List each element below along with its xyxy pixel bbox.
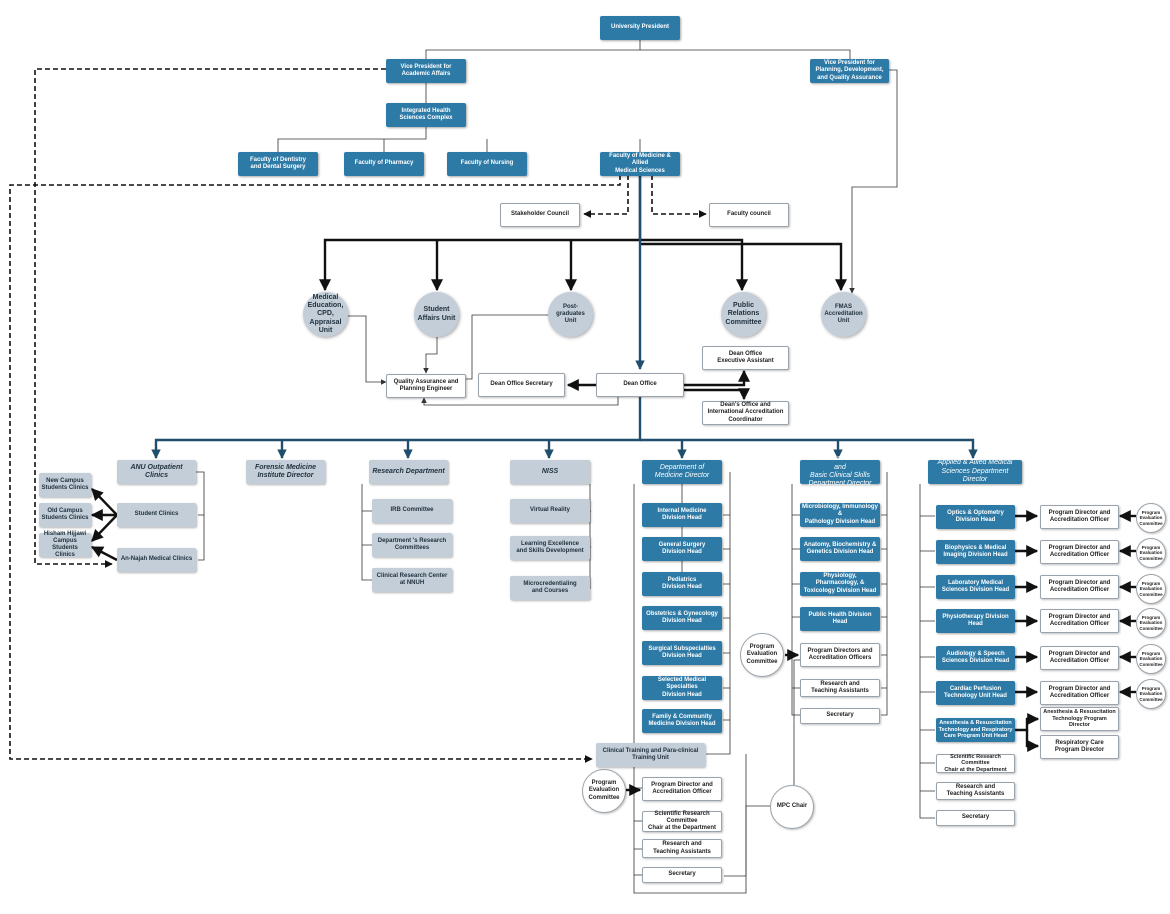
research-assistants-applied-box: Research and Teaching Assistants <box>936 782 1015 800</box>
connectors-faculty-units <box>319 175 847 370</box>
audiology-speech-division-box: Audiology & Speech Sciences Division Hea… <box>936 646 1015 670</box>
learning-excellence-box: Learning Excellence and Skills Developme… <box>510 536 590 560</box>
surgical-subspecialties-box: Surgical Subspecialties Division Head <box>642 641 722 665</box>
department-research-committees-box: Department 's Research Committees <box>372 533 452 557</box>
connectors-departments <box>151 397 978 459</box>
biomedical-sciences-department-box: Biomedical Sciences and Basic Clinical S… <box>800 455 880 487</box>
faculty-nursing-box: Faculty of Nursing <box>447 152 527 176</box>
irb-committee-box: IRB Committee <box>372 499 452 523</box>
secretary-medicine-box: Secretary <box>642 867 722 883</box>
program-director-cardiac-box: Program Director and Accreditation Offic… <box>1040 681 1119 705</box>
niss-box: NISS <box>510 460 590 484</box>
new-campus-clinics-box: New Campus Students Clinics <box>39 473 91 497</box>
program-evaluation-committee-biomed-circle: Program Evaluation Committee <box>740 633 784 677</box>
program-director-biophysics-box: Program Director and Accreditation Offic… <box>1040 540 1119 564</box>
anesthesia-program-director-box: Anesthesia & Resuscitation Technology Pr… <box>1040 707 1119 731</box>
program-evaluation-committee-cardiac-circle: Program Evaluation Committee <box>1136 679 1166 709</box>
cardiac-perfusion-unit-box: Cardiac Perfusion Technology Unit Head <box>936 681 1015 705</box>
student-affairs-unit-circle: Student Affairs Unit <box>414 292 459 337</box>
stakeholder-council-box: Stakeholder Council <box>500 203 580 227</box>
microcredentialing-box: Microcredentialing and Courses <box>510 576 590 600</box>
clinical-training-unit-box: Clinical Training and Para-clinical Trai… <box>596 743 705 767</box>
program-evaluation-committee-biophysics-circle: Program Evaluation Committee <box>1136 538 1166 568</box>
secretary-applied-box: Secretary <box>936 810 1015 826</box>
dashed-connectors <box>9 68 707 763</box>
anesthesia-respiratory-unit-box: Anesthesia & Resuscitation Technology an… <box>936 718 1015 742</box>
program-evaluation-committee-optics-circle: Program Evaluation Committee <box>1136 503 1166 533</box>
program-evaluation-committee-laboratory-circle: Program Evaluation Committee <box>1136 574 1166 604</box>
department-medicine-box: Department of Medicine Director <box>642 460 722 484</box>
obstetrics-gynecology-box: Obstetrics & Gynecology Division Head <box>642 606 722 630</box>
dean-office-secretary-box: Dean Office Secretary <box>478 373 565 397</box>
connectors-applied <box>919 484 1136 819</box>
medical-education-unit-circle: Medical Education, CPD, Appraisal Unit <box>303 292 348 337</box>
program-director-physiotherapy-box: Program Director and Accreditation Offic… <box>1040 609 1119 633</box>
student-clinics-box: Student Clinics <box>117 503 196 527</box>
applied-allied-department-box: Applied & Allied Medical Sciences Depart… <box>928 459 1022 484</box>
anu-outpatient-clinics-box: ANU Outpatient Clinics <box>117 460 196 484</box>
respiratory-care-program-director-box: Respiratory Care Program Director <box>1040 735 1119 759</box>
biophysics-imaging-division-box: Biophysics & Medical Imaging Division He… <box>936 540 1015 564</box>
program-evaluation-committee-audiology-circle: Program Evaluation Committee <box>1136 644 1166 674</box>
clinical-research-center-box: Clinical Research Center at NNUH <box>372 568 452 592</box>
family-community-medicine-box: Family & Community Medicine Division Hea… <box>642 709 722 733</box>
physiotherapy-division-box: Physiotherapy Division Head <box>936 609 1015 633</box>
program-evaluation-committee-medicine-circle: Program Evaluation Committee <box>582 769 626 813</box>
program-director-laboratory-box: Program Director and Accreditation Offic… <box>1040 575 1119 599</box>
program-director-medicine-box: Program Director and Accreditation Offic… <box>642 777 722 801</box>
public-relations-committee-circle: Public Relations Committee <box>721 292 766 337</box>
faculty-council-box: Faculty council <box>709 203 789 227</box>
internal-medicine-box: Internal Medicine Division Head <box>642 503 722 527</box>
faculty-medicine-box: Faculty of Medicine & Allied Medical Sci… <box>600 152 680 176</box>
secretary-biomed-box: Secretary <box>800 708 880 724</box>
public-health-division-box: Public Health Division Head <box>800 607 880 631</box>
vp-academic-affairs-box: Vice President for Academic Affairs <box>386 59 466 83</box>
connectors-biomed <box>785 472 888 716</box>
program-directors-biomed-box: Program Directors and Accreditation Offi… <box>800 643 880 667</box>
pediatrics-box: Pediatrics Division Head <box>642 572 722 596</box>
connectors-anu <box>90 471 205 562</box>
program-director-audiology-box: Program Director and Accreditation Offic… <box>1040 646 1119 670</box>
faculty-pharmacy-box: Faculty of Pharmacy <box>344 152 424 176</box>
connectors-dean <box>346 314 750 406</box>
university-president-box: University President <box>600 16 680 40</box>
anatomy-division-box: Anatomy, Biochemistry & Genetics Divisio… <box>800 537 880 561</box>
connectors-research-niss <box>361 484 591 589</box>
fmas-accreditation-unit-circle: FMAS Accreditation Unit <box>821 292 866 337</box>
virtual-reality-box: Virtual Reality <box>510 499 590 523</box>
research-assistants-medicine-box: Research and Teaching Assistants <box>642 839 722 858</box>
faculty-dentistry-box: Faculty of Dentistry and Dental Surgery <box>238 152 318 176</box>
research-assistants-biomed-box: Research and Teaching Assistants <box>800 679 880 697</box>
integrated-health-sciences-box: Integrated Health Sciences Complex <box>386 103 466 127</box>
microbiology-division-box: Microbiology, Immunology & Pathology Div… <box>800 503 880 527</box>
scientific-research-committee-applied-box: Scientific Research Committee Chair at t… <box>936 754 1015 773</box>
forensic-medicine-box: Forensic Medicine Institute Director <box>246 460 325 484</box>
connectors-top <box>277 40 898 294</box>
vp-planning-box: Vice President for Planning, Development… <box>810 59 889 83</box>
optics-optometry-division-box: Optics & Optometry Division Head <box>936 505 1015 529</box>
old-campus-clinics-box: Old Campus Students Clinics <box>39 503 91 527</box>
scientific-research-committee-medicine-box: Scientific Research Committee Chair at t… <box>642 811 722 832</box>
program-evaluation-committee-physiotherapy-circle: Program Evaluation Committee <box>1136 608 1166 638</box>
program-director-optics-box: Program Director and Accreditation Offic… <box>1040 505 1119 529</box>
dean-international-accreditation-box: Dean's Office and International Accredit… <box>702 401 789 425</box>
hisham-campus-clinics-box: Hisham Hijjawi Campus Students Clinics <box>39 531 91 558</box>
physiology-pharmacology-division-box: Physiology, Pharmacology, & Toxicology D… <box>800 572 880 596</box>
selected-medical-specialties-box: Selected Medical Specialties Division He… <box>642 676 722 700</box>
postgraduates-unit-circle: Post- graduates Unit <box>548 292 593 337</box>
research-department-box: Research Department <box>369 460 448 484</box>
laboratory-sciences-division-box: Laboratory Medical Sciences Division Hea… <box>936 575 1015 599</box>
mpc-chair-circle: MPC Chair <box>770 785 814 829</box>
qa-planning-engineer-box: Quality Assurance and Planning Engineer <box>386 374 466 398</box>
general-surgery-box: General Surgery Division Head <box>642 537 722 561</box>
annajah-medical-clinics-box: An-Najah Medical Clinics <box>117 548 196 572</box>
dean-executive-assistant-box: Dean Office Executive Assistant <box>702 346 789 370</box>
dean-office-box: Dean Office <box>596 373 684 397</box>
